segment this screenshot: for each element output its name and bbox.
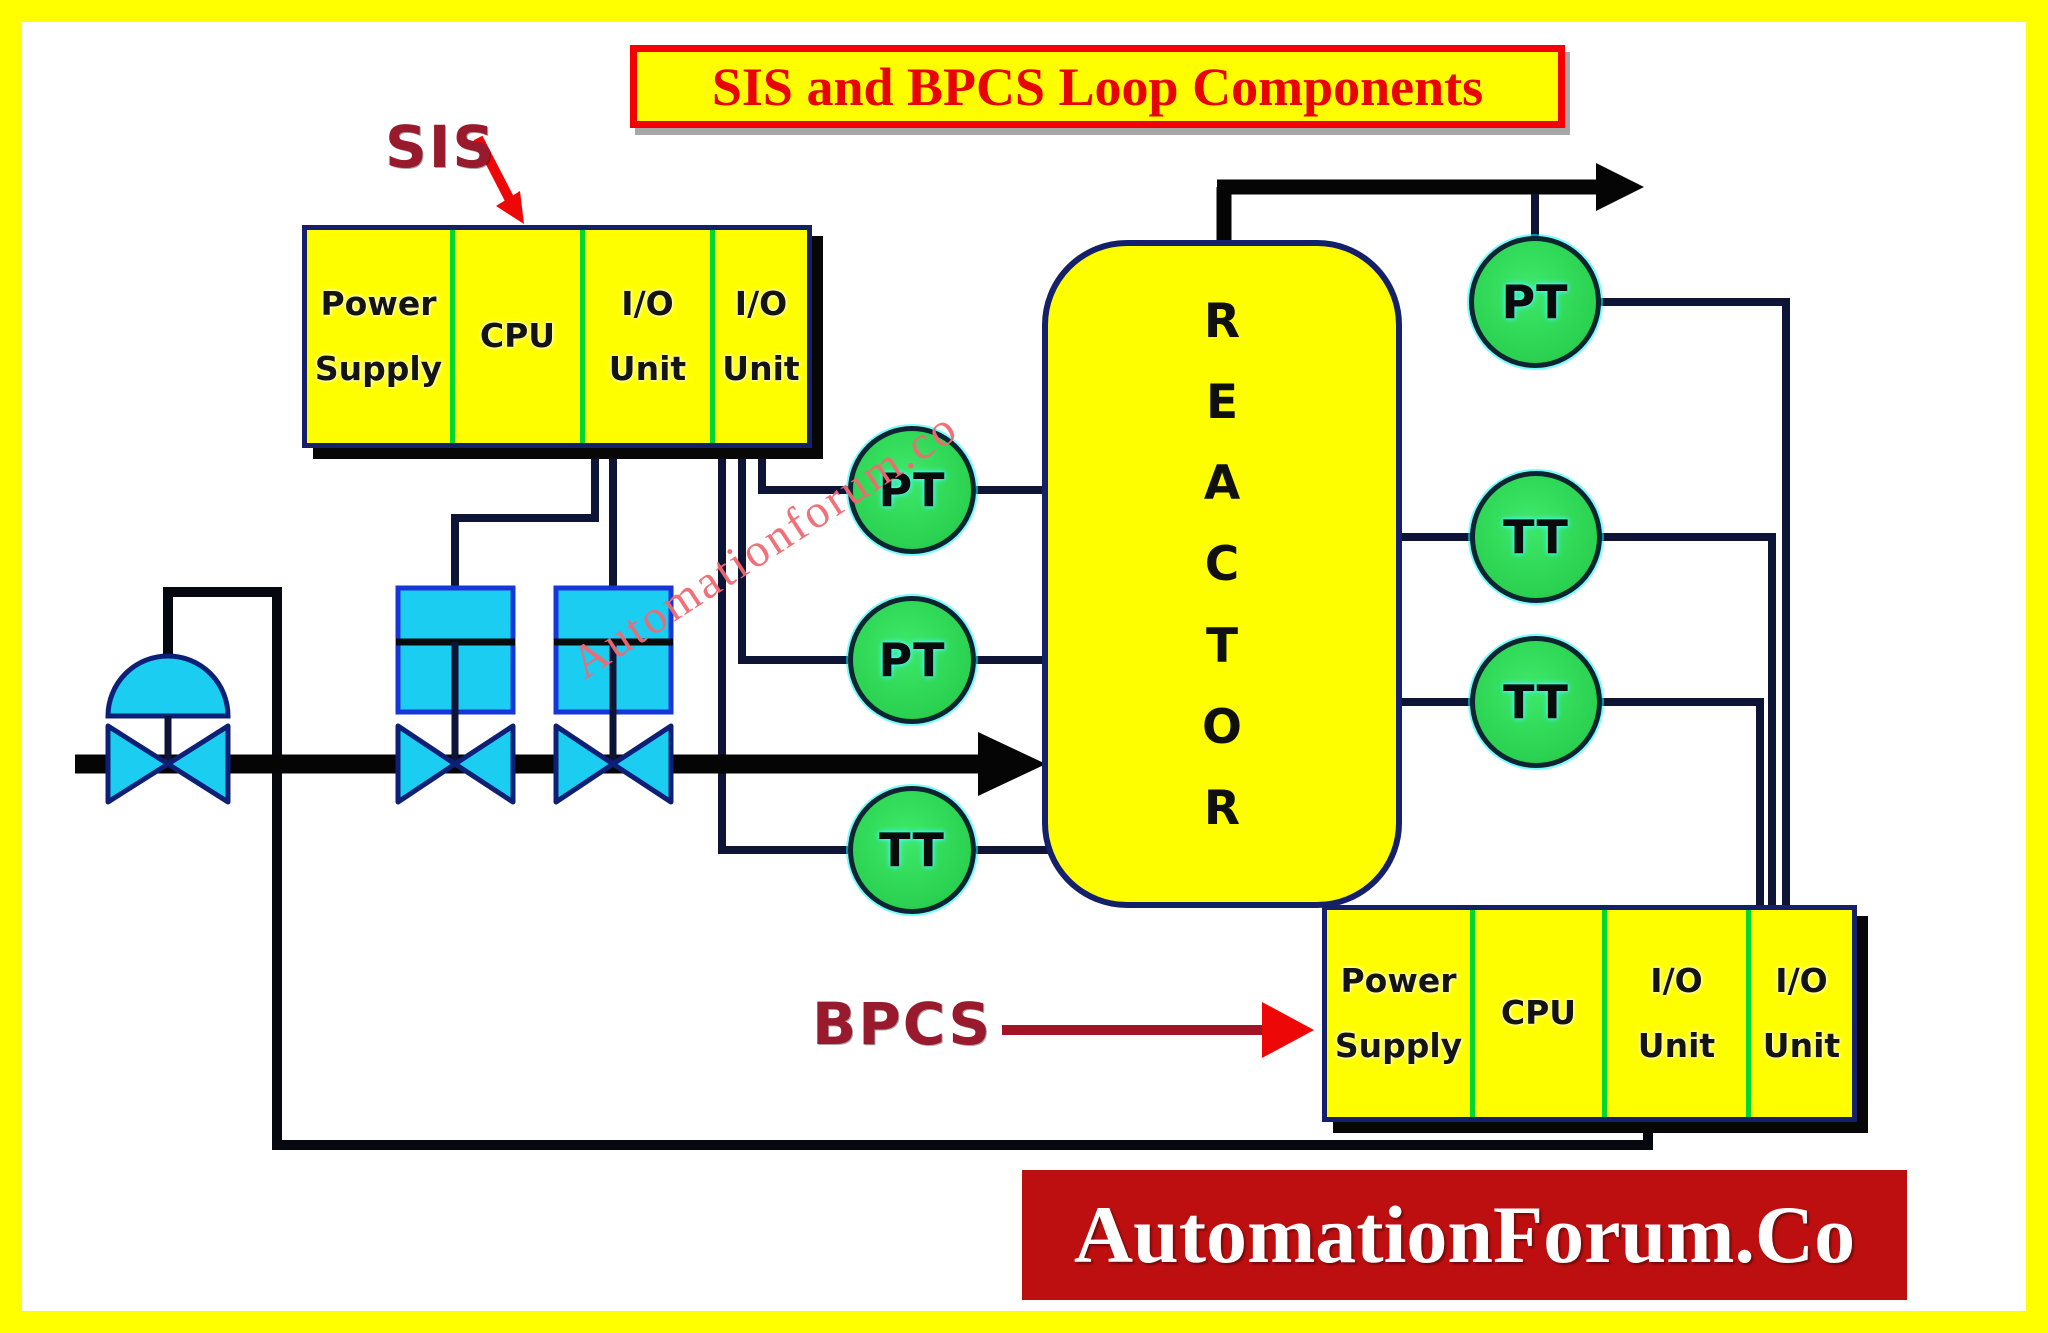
wire-sis-to-pt1 — [758, 446, 848, 494]
brand-banner: AutomationForum.Co — [1022, 1170, 1907, 1300]
instrument-tag: TT — [879, 823, 945, 877]
wire-sis-to-solenoid-1 — [451, 446, 599, 590]
reactor-letter: E — [1205, 375, 1239, 431]
reactor-vessel: R E A C T O R — [1042, 240, 1402, 908]
instrument-tag: TT — [1503, 510, 1569, 564]
outlet-arrowhead — [1596, 163, 1644, 211]
instrument-tag: TT — [1503, 675, 1569, 729]
shutoff-valve-1-icon — [452, 723, 516, 805]
sis-controller-box: Power Supply CPU I/O Unit I/O Unit — [302, 225, 812, 448]
brand-banner-text: AutomationForum.Co — [1073, 1189, 1856, 1280]
bpcs-power-supply: Power Supply — [1334, 961, 1463, 1065]
sis-cpu: CPU — [450, 230, 580, 443]
reactor-letter: R — [1203, 294, 1241, 349]
title-box: SIS and BPCS Loop Components — [630, 45, 1565, 128]
bpcs-cpu: CPU — [1470, 910, 1602, 1117]
page-title: SIS and BPCS Loop Components — [711, 56, 1484, 117]
wire-sis-to-tt1 — [718, 446, 848, 854]
wire-bpcs-to-control-valve — [163, 587, 1653, 1150]
bpcs-io-unit-2: I/O Unit — [1746, 910, 1852, 1117]
sis-pointer-arrowhead — [496, 191, 524, 224]
reactor-letter: T — [1205, 618, 1239, 674]
wire-sis-to-pt2 — [738, 446, 848, 664]
main-pipe-arrowhead — [978, 732, 1046, 796]
reactor-label: R E A C T O R — [1048, 298, 1396, 832]
pressure-transmitter-pt3: PT — [1469, 236, 1601, 368]
sis-power-supply: Power Supply — [314, 284, 443, 388]
control-valve-body-icon — [165, 723, 231, 805]
sis-label: SIS — [385, 113, 497, 181]
reactor-letter: C — [1204, 537, 1240, 593]
wire-tt2-to-bpcs — [1600, 533, 1776, 905]
shutoff-valve-1-icon — [395, 723, 458, 805]
shutoff-valve-2-icon — [610, 723, 674, 805]
reactor-letter: R — [1203, 780, 1241, 836]
bpcs-controller-box: Power Supply CPU I/O Unit I/O Unit — [1322, 905, 1857, 1122]
pressure-transmitter-pt1: PT — [848, 426, 976, 554]
control-valve-actuator-icon — [105, 653, 231, 719]
shutoff-valve-2-icon — [553, 723, 616, 805]
reactor-letter: O — [1202, 699, 1242, 755]
wire-pt3-to-bpcs — [1599, 298, 1790, 905]
control-valve-body-icon — [105, 723, 171, 805]
pressure-transmitter-pt2: PT — [848, 596, 976, 724]
temperature-transmitter-tt3: TT — [1470, 636, 1602, 768]
temperature-transmitter-tt2: TT — [1470, 471, 1602, 603]
sis-io-unit-2: I/O Unit — [710, 230, 807, 443]
bpcs-io-unit-1: I/O Unit — [1602, 910, 1746, 1117]
sis-pointer-arrow — [473, 135, 517, 207]
bpcs-pointer-arrowhead — [1262, 1002, 1314, 1058]
instrument-tag: PT — [878, 463, 946, 517]
instrument-tag: PT — [1501, 275, 1569, 329]
instrument-tag: PT — [878, 633, 946, 687]
sis-io-unit-1: I/O Unit — [580, 230, 710, 443]
temperature-transmitter-tt1: TT — [848, 786, 976, 914]
wire-tt3-to-bpcs — [1600, 698, 1764, 905]
bpcs-label: BPCS — [812, 990, 993, 1058]
reactor-letter: A — [1203, 456, 1241, 512]
